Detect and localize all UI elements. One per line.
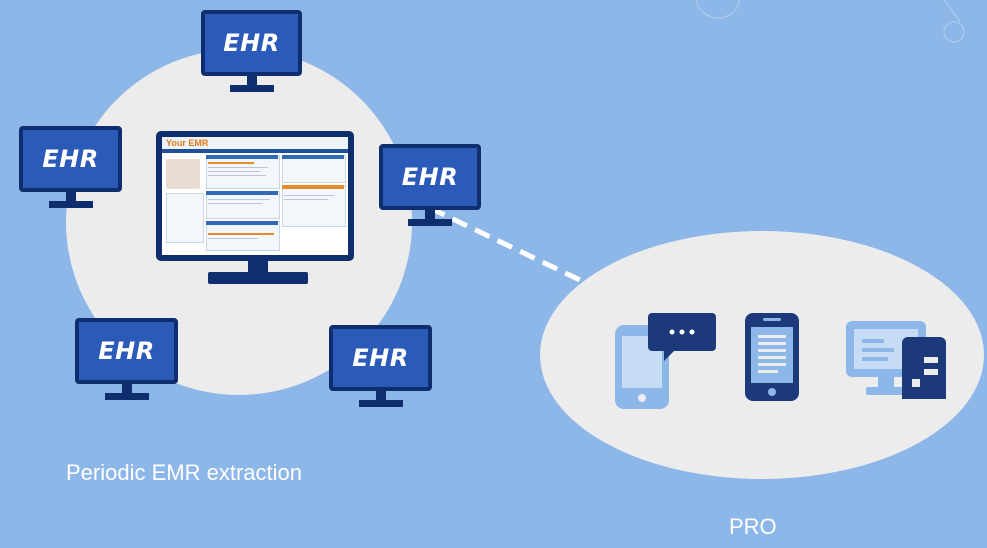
- monitor-neck: [425, 210, 435, 220]
- ehr-label: EHR: [42, 145, 99, 173]
- ehr-monitor-top: EHR: [201, 10, 302, 100]
- computer-kiosk-icon: [846, 321, 946, 399]
- monitor-neck: [122, 384, 132, 394]
- monitor-screen: EHR: [19, 126, 122, 192]
- emr-text-line: [208, 175, 266, 176]
- emr-highlight: [208, 162, 254, 164]
- emr-text-line: [208, 238, 258, 239]
- ehr-monitor-right: EHR: [379, 144, 481, 234]
- decor-line: [943, 0, 961, 23]
- monitor-base: [49, 201, 93, 208]
- monitor-base: [359, 400, 403, 407]
- monitor-neck: [247, 76, 257, 86]
- emr-title: Your EMR: [166, 138, 209, 148]
- emr-text-line: [284, 195, 334, 196]
- emr-panel: [206, 155, 280, 189]
- emr-monitor-base: [208, 272, 308, 284]
- emr-highlight: [208, 233, 274, 235]
- emr-screenshot: Your EMR: [156, 131, 354, 261]
- emr-panel: [282, 155, 346, 183]
- dashed-link: [428, 205, 586, 285]
- emr-panel: [282, 185, 346, 227]
- emr-text-line: [208, 167, 268, 168]
- monitor-screen: EHR: [379, 144, 481, 210]
- patient-photo: [166, 159, 200, 189]
- emr-panel: [206, 221, 280, 251]
- caption-periodic-emr-extraction: Periodic EMR extraction: [66, 460, 302, 485]
- monitor-neck: [376, 391, 386, 401]
- monitor-neck: [66, 192, 76, 202]
- ehr-monitor-bottom-right: EHR: [329, 325, 432, 415]
- decor-circle: [695, 0, 741, 19]
- monitor-base: [105, 393, 149, 400]
- caption-pro: PRO: [729, 514, 777, 539]
- mobile-document-icon: [745, 313, 799, 401]
- monitor-base: [408, 219, 452, 226]
- emr-nav-bar: [162, 149, 348, 153]
- decor-circle: [943, 21, 965, 43]
- emr-monitor-neck: [248, 260, 268, 274]
- emr-panel: [206, 191, 280, 219]
- ehr-label: EHR: [223, 29, 280, 57]
- chat-phone-icon: [615, 313, 716, 409]
- monitor-screen: EHR: [75, 318, 178, 384]
- emr-panel-header: [206, 191, 278, 195]
- monitor-base: [230, 85, 274, 92]
- monitor-screen: EHR: [201, 10, 302, 76]
- emr-text-line: [284, 199, 328, 200]
- ehr-monitor-bottom-left: EHR: [75, 318, 178, 408]
- emr-text-line: [208, 199, 270, 200]
- emr-side-panel: [166, 193, 204, 243]
- emr-panel-header: [206, 155, 278, 159]
- ehr-label: EHR: [401, 163, 459, 191]
- emr-panel-header: [282, 185, 344, 189]
- emr-header: Your EMR: [162, 137, 348, 149]
- emr-text-line: [208, 171, 260, 172]
- ehr-label: EHR: [98, 337, 155, 365]
- emr-panel-header: [206, 221, 278, 225]
- monitor-screen: EHR: [329, 325, 432, 391]
- emr-text-line: [208, 203, 262, 204]
- ehr-monitor-left: EHR: [19, 126, 122, 216]
- emr-panel-header: [282, 155, 344, 159]
- ehr-label: EHR: [352, 344, 409, 372]
